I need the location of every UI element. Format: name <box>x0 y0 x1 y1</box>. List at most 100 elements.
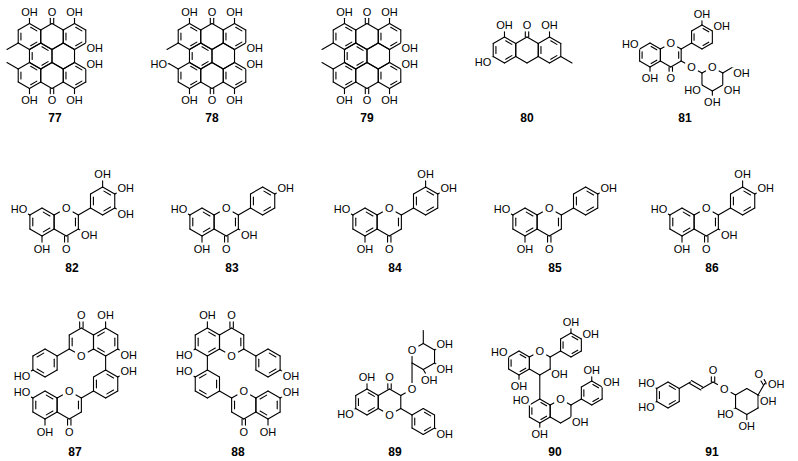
aromatic-bond-line <box>520 368 526 371</box>
bond-line <box>365 208 377 215</box>
double-bond-line <box>50 89 51 94</box>
bond-line <box>650 61 660 67</box>
bond-line <box>333 63 344 70</box>
bond-line <box>207 349 219 356</box>
bond-line <box>52 43 63 50</box>
double-bond-line <box>761 381 763 385</box>
bond-line <box>29 215 30 229</box>
double-bond-line <box>669 67 670 71</box>
bond-line <box>211 50 212 63</box>
bond-line <box>93 335 94 349</box>
bond-line <box>255 398 256 412</box>
bond-line <box>207 328 219 335</box>
bond-line <box>81 391 93 398</box>
aromatic-bond-line <box>587 191 594 195</box>
atom-label: OH <box>435 428 454 439</box>
bond-line <box>668 402 679 409</box>
compound-number: 85 <box>547 262 562 274</box>
atom-label: OH <box>65 6 84 17</box>
double-bond-line <box>210 18 211 23</box>
bond-line <box>201 24 212 31</box>
aromatic-bond-line <box>240 338 241 346</box>
bond-line <box>378 396 379 409</box>
atom-label: O <box>362 6 373 17</box>
bond-line <box>195 391 207 398</box>
bond-line <box>730 187 742 194</box>
atom-label: OH <box>276 182 295 193</box>
bond-line <box>713 212 718 215</box>
aromatic-bond-line <box>541 416 547 419</box>
bond-line <box>660 49 661 61</box>
atom-label: O <box>226 351 237 362</box>
bond-line <box>106 391 118 398</box>
bond-line <box>76 395 81 398</box>
aromatic-bond-line <box>236 66 242 70</box>
bond-line <box>560 44 561 57</box>
bond-line <box>518 375 519 379</box>
aromatic-bond-line <box>551 41 557 45</box>
bond-line <box>81 398 82 412</box>
bond-line <box>235 82 246 89</box>
bond-line <box>367 63 378 70</box>
atom-label: OH <box>531 428 550 439</box>
bond-line <box>355 30 356 43</box>
bond-line <box>344 63 355 70</box>
atom-label: OH <box>86 58 105 69</box>
aromatic-bond-line <box>93 197 94 205</box>
bond-line <box>52 63 63 70</box>
double-bond-line <box>365 89 366 94</box>
aromatic-bond-line <box>391 66 397 70</box>
bond-line <box>117 377 118 391</box>
atom-label: OH <box>582 365 601 376</box>
bond-line <box>29 24 40 31</box>
atom-label: O <box>701 203 712 214</box>
bond-line <box>581 339 582 351</box>
bond-line <box>754 194 755 208</box>
atom-label: OH <box>733 169 752 180</box>
aromatic-bond-line <box>683 228 690 232</box>
atom-label: OH <box>712 20 731 31</box>
atom-label: HO <box>716 408 735 419</box>
bond-line <box>356 63 367 70</box>
bond-line <box>29 43 40 50</box>
atom-label: OH <box>96 310 115 321</box>
atom-label: OH <box>516 243 535 254</box>
atom-label: O <box>544 203 555 214</box>
bond-line <box>178 82 189 89</box>
bond-line <box>212 63 223 70</box>
atom-label: HO <box>512 395 531 406</box>
bond-line <box>57 398 58 412</box>
aromatic-bond-line <box>335 33 336 40</box>
bond-line <box>670 208 682 215</box>
aromatic-bond-line <box>520 355 526 358</box>
bond-line <box>51 50 52 63</box>
bond-line <box>103 208 115 215</box>
aromatic-bond-line <box>715 218 716 226</box>
bond-line <box>493 37 504 44</box>
bond-line <box>396 212 401 215</box>
aromatic-bond-line <box>199 390 206 394</box>
bond-line <box>681 61 685 63</box>
bond-line <box>537 215 538 229</box>
bond-line <box>746 415 747 420</box>
bond-line <box>561 208 573 215</box>
bond-line <box>434 415 435 428</box>
atom-label: HO <box>175 350 194 361</box>
bond-line <box>412 428 423 435</box>
aromatic-bond-line <box>209 332 216 336</box>
bond-line <box>207 391 219 398</box>
bond-line <box>390 63 401 70</box>
atom-label: HO <box>650 203 669 214</box>
bond-line <box>29 63 40 70</box>
bond-line <box>75 63 86 70</box>
aromatic-bond-line <box>269 353 276 357</box>
bond-line <box>194 376 196 377</box>
atom-label: HO <box>336 409 355 420</box>
bond-line <box>66 229 78 236</box>
bond-line <box>434 350 435 363</box>
bond-line <box>426 208 438 215</box>
aromatic-bond-line <box>264 191 271 195</box>
bond-line <box>93 335 94 349</box>
atom-label: OH <box>116 209 135 220</box>
bond-line <box>29 50 30 63</box>
